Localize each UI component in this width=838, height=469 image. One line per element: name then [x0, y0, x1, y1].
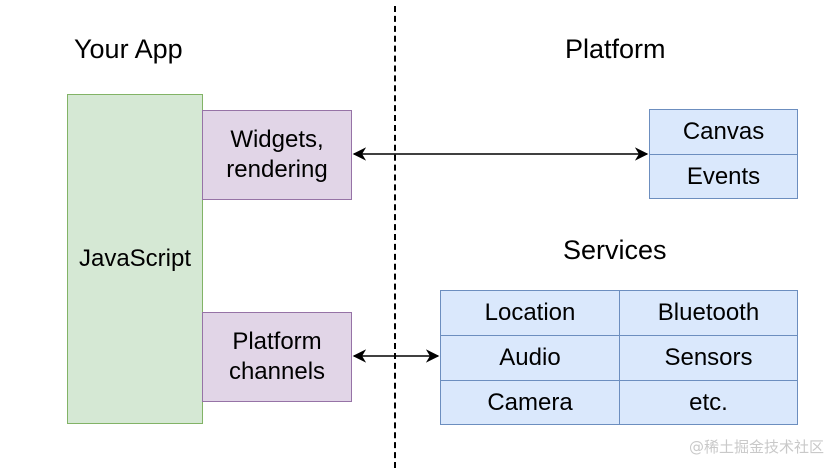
sensors-cell: Sensors	[619, 335, 798, 381]
canvas-box: Canvas	[649, 109, 798, 155]
platform-label: Platform	[232, 328, 322, 355]
widgets-label: Widgets,	[230, 126, 324, 153]
camera-label: Camera	[487, 388, 573, 416]
javascript-box: JavaScript	[67, 94, 203, 424]
rendering-label: rendering	[226, 156, 328, 183]
your-app-heading: Your App	[74, 34, 183, 64]
bluetooth-cell: Bluetooth	[619, 290, 798, 336]
platform-heading: Platform	[565, 34, 666, 64]
etc-cell: etc.	[619, 380, 798, 425]
audio-label: Audio	[499, 344, 561, 371]
canvas-label: Canvas	[682, 118, 765, 145]
etc-label: etc.	[689, 388, 728, 416]
platform-channels-box: Platform channels	[202, 312, 352, 402]
events-box: Events	[649, 154, 798, 199]
sensors-label: Sensors	[664, 344, 753, 371]
services-heading: Services	[563, 235, 667, 265]
channels-label: channels	[228, 358, 326, 385]
location-label: Location	[484, 299, 576, 326]
app-platform-divider	[394, 6, 396, 468]
widgets-rendering-box: Widgets, rendering	[202, 110, 352, 200]
bluetooth-label: Bluetooth	[657, 299, 760, 326]
camera-cell: Camera	[440, 380, 620, 425]
site-watermark: @稀土掘金技术社区	[688, 438, 824, 456]
events-label: Events	[686, 162, 761, 190]
audio-cell: Audio	[440, 335, 620, 381]
location-cell: Location	[440, 290, 620, 336]
javascript-label: JavaScript	[78, 245, 192, 272]
